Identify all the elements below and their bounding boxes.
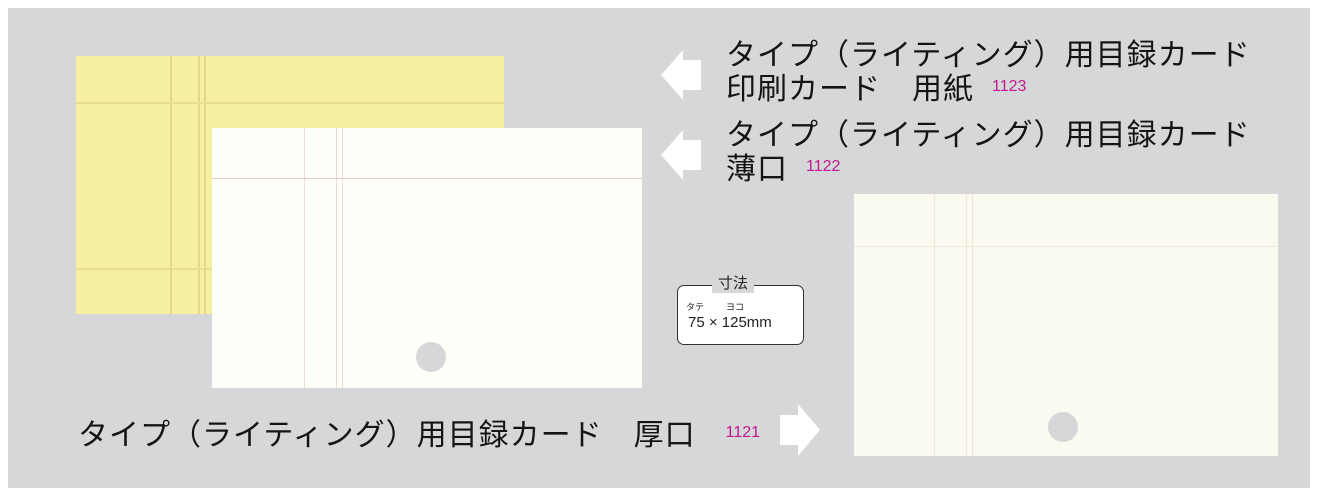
thin-card-image <box>212 128 642 388</box>
product-code: 1122 <box>806 158 841 175</box>
arrow-left-icon <box>661 130 701 180</box>
dimension-captions: タテ ヨコ <box>686 303 744 313</box>
product-name: タイプ（ライティング）用目録カード <box>726 118 1251 153</box>
product-code: 1123 <box>992 78 1027 95</box>
height-caption: タテ <box>686 303 705 313</box>
thick-card-image <box>854 194 1278 456</box>
dimension-box: 寸法 タテ ヨコ 75 × 125mm <box>677 273 804 345</box>
dimension-value: 75 × 125mm <box>688 314 772 331</box>
product-name: タイプ（ライティング）用目録カード <box>726 38 1251 73</box>
product-label-1123: タイプ（ライティング）用目録カード 印刷カード 用紙 1123 <box>726 40 1251 105</box>
punch-hole <box>416 342 446 372</box>
arrow-right-icon <box>780 404 820 456</box>
product-subname: 印刷カード 用紙 <box>726 72 974 107</box>
product-subname: 薄口 <box>726 152 788 187</box>
product-name: タイプ（ライティング）用目録カード 厚口 <box>78 418 696 453</box>
punch-hole <box>1048 412 1078 442</box>
dimension-title: 寸法 <box>712 273 755 293</box>
width-caption: ヨコ <box>726 303 745 313</box>
product-label-1122: タイプ（ライティング）用目録カード 薄口 1122 <box>726 120 1251 185</box>
product-code: 1121 <box>725 424 761 441</box>
product-label-1121: タイプ（ライティング）用目録カード 厚口 1121 <box>78 417 760 451</box>
arrow-left-icon <box>661 50 701 100</box>
